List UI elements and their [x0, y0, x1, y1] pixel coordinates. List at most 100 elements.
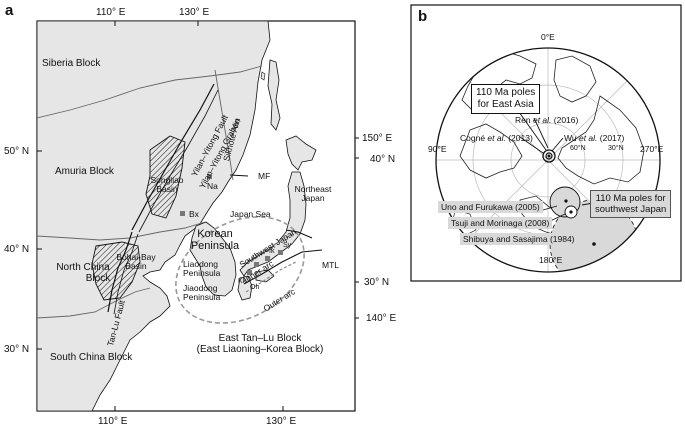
lat-60n-label: 60°N — [570, 145, 586, 152]
bx-label: Bx — [189, 209, 199, 219]
siberia-amuria-boundary — [37, 65, 263, 119]
jiaodong-peninsula-label: Jiaodong Peninsula — [183, 284, 220, 302]
bohai-basin-label: Bohai-Bay Basin — [114, 253, 158, 271]
ref-uno: Uno and Furukawa (2005) — [438, 201, 543, 213]
map-frame-ticks — [37, 21, 359, 411]
liaodong-line1: Liaodong — [183, 259, 218, 269]
korean-peninsula-label: Korean Peninsula — [182, 228, 248, 252]
ref-wu-year: (2017) — [597, 133, 625, 143]
na-marker — [207, 174, 212, 179]
kk-marker — [247, 270, 252, 275]
northeast-japan-label: Northeast Japan — [288, 185, 338, 203]
bohai-line2: Basin — [125, 261, 147, 271]
korean-line1: Korean — [197, 228, 233, 240]
kk-label: Kk — [238, 278, 247, 285]
songliao-line1: Songliao — [150, 175, 184, 185]
tanakura-line — [285, 229, 313, 239]
songliao-basin-label: Songliao Basin — [148, 176, 186, 194]
ref-cogne: Cogné et al. (2013) — [460, 134, 533, 143]
bottom-tick-110: 110° E — [98, 416, 128, 427]
north-china-line1: North China — [56, 262, 110, 273]
east-tanlu-block-label: East Tan–Lu Block (East Liaoning–Korea B… — [180, 333, 340, 355]
oh-marker — [254, 262, 259, 267]
pole-east-asia-point — [547, 154, 551, 158]
right-tick-140e: 140° E — [366, 313, 397, 324]
north-china-block-label: North China Block — [48, 262, 118, 284]
map-panel-a — [36, 20, 359, 412]
meridian-90e-label: 90°E — [428, 144, 447, 154]
liaodong-line2: Peninsula — [183, 268, 221, 278]
ref-ren: Ren et al. (2016) — [515, 116, 578, 125]
north-china-line2: Block — [85, 273, 111, 284]
jiaodong-line2: Peninsula — [183, 292, 221, 302]
mtl-line — [243, 249, 323, 285]
lat-30n-label: 30°N — [608, 145, 624, 152]
coastline-eurasia — [557, 95, 645, 185]
hokkaido-island — [285, 135, 317, 171]
amuria-block-label: Amuria Block — [55, 166, 114, 177]
stereonet-outline — [435, 47, 661, 273]
ik-label: Ik — [269, 248, 275, 255]
panel-b-letter: b — [418, 8, 428, 25]
sy-label: Sy — [283, 242, 292, 249]
east-asia-poles-box: 110 Ma poles for East Asia — [471, 84, 541, 114]
songliao-basin-hatched — [145, 135, 186, 219]
sw-japan-box-line2: southwest Japan — [595, 204, 667, 215]
ref-cogne-year: (2013) — [505, 133, 533, 143]
panel-a-letter: a — [5, 2, 14, 19]
meridian-0e-label: 0°E — [541, 32, 555, 42]
ref-tsuji: Tsuji and Morinaga (2008) — [448, 217, 553, 229]
sakhalin-island — [267, 59, 281, 131]
left-tick-50n: 50° N — [4, 146, 30, 157]
top-tick-110: 110° E — [96, 7, 126, 18]
sw-japan-box-line1: 110 Ma poles for — [595, 193, 666, 204]
left-tick-30n: 30° N — [4, 344, 30, 355]
pole-east-asia-inner — [545, 152, 553, 160]
ref-cogne-author: Cogné — [460, 133, 488, 143]
coastline-siberia — [459, 123, 523, 179]
coastline-greenland — [553, 55, 597, 103]
left-tick-40n: 40° N — [4, 244, 30, 255]
northeast-line2: Japan — [301, 193, 325, 203]
japan-sea-label: Japan Sea — [230, 209, 271, 219]
top-tick-130: 130° E — [179, 7, 210, 18]
mtl-label: MTL — [322, 260, 339, 270]
meridian-270e-label: 270°E — [640, 144, 664, 154]
east-asia-box-line2: for East Asia — [477, 99, 534, 110]
right-tick-150e: 150° E — [362, 133, 393, 144]
mf-label: MF — [258, 171, 271, 181]
bohai-line1: Bohai-Bay — [116, 252, 156, 262]
oh-label: Oh — [250, 284, 260, 291]
right-tick-40n: 40° N — [370, 154, 396, 165]
pole-shibuya-point — [592, 242, 596, 246]
liaodong-peninsula-label: Liaodong Peninsula — [183, 260, 220, 278]
ref-shibuya: Shibuya and Sasajima (1984) — [460, 233, 578, 245]
ref-ren-etal: et al. — [532, 115, 552, 125]
bx-marker — [180, 211, 185, 216]
bohai-basin-hatched — [91, 241, 141, 301]
bottom-tick-130: 130° E — [266, 416, 297, 427]
inner-arc-outline — [242, 231, 297, 265]
asia-landmass — [37, 21, 271, 411]
mf-line — [229, 174, 249, 177]
northeast-line1: Northeast — [294, 184, 332, 194]
ref-wu: Wu et al. (2017) — [564, 134, 624, 143]
east-tanlu-line1: East Tan–Lu Block — [218, 333, 302, 344]
meridian-180e-label: 180°E — [539, 255, 563, 265]
pole-uno-point — [564, 199, 568, 203]
ref-cogne-etal: et al. — [487, 133, 506, 143]
south-china-block-label: South China Block — [50, 352, 133, 363]
korean-line2: Peninsula — [190, 240, 240, 252]
east-asia-box-line1: 110 Ma poles — [476, 87, 536, 98]
east-tanlu-dashed-outline — [175, 216, 305, 324]
ref-wu-author: Wu — [564, 133, 579, 143]
siberia-block-label: Siberia Block — [42, 58, 101, 69]
northchina-southchina-boundary — [37, 287, 151, 319]
ik-marker — [265, 256, 270, 261]
sikhote-alin-belt — [214, 69, 234, 181]
pole-east-asia-a95 — [542, 149, 556, 163]
shikoku-island — [255, 269, 275, 283]
east-tanlu-line2: (East Liaoning–Korea Block) — [196, 344, 324, 355]
ref-wu-etal: et al. — [578, 133, 598, 143]
